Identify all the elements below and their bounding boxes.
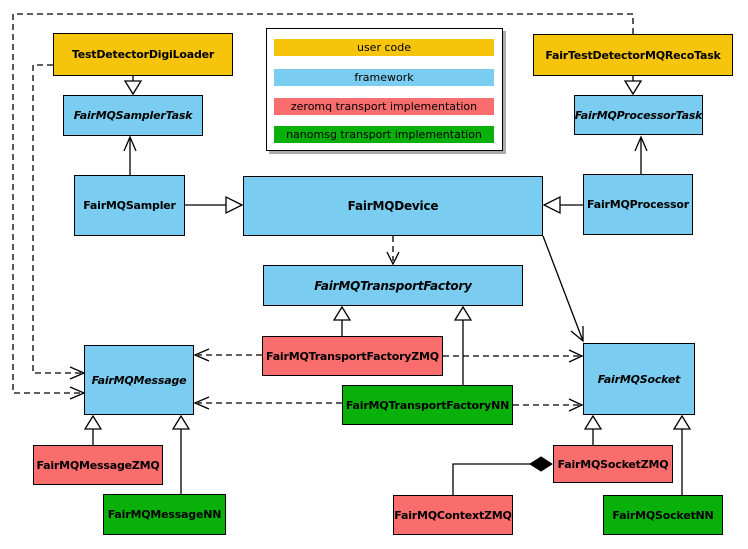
legend-item-user-code: user code	[274, 39, 494, 56]
edge-fairmqtransportfactoryzmq-to-fairmqsocket	[443, 349, 584, 363]
edge-fairmqcontextzmq-to-fairmqsocketzmq	[452, 456, 553, 495]
node-fairmqprocessor: FairMQProcessor	[583, 174, 693, 235]
node-fairmqsocketzmq: FairMQSocketZMQ	[553, 445, 673, 483]
node-fairmqmessagenn: FairMQMessageNN	[103, 494, 226, 535]
legend-item-zeromq: zeromq transport implementation	[274, 98, 494, 115]
node-fairmqsocketnn: FairMQSocketNN	[603, 495, 723, 535]
edge-testdetectordigiloader-to-fairmqsamplertask	[123, 76, 143, 96]
edge-fairmqdevice-to-fairmqtransportfactory	[386, 236, 400, 266]
edge-fairmqprocessor-to-fairmqprocessortask	[634, 135, 648, 174]
edge-fairmqtransportfactoryzmq-to-fairmqmessage	[193, 348, 262, 362]
node-fairmqsocket: FairMQSocket	[583, 343, 695, 415]
node-fairmqmessagezmq: FairMQMessageZMQ	[33, 445, 163, 485]
edge-fairmqsampler-to-fairmqsamplertask	[123, 135, 137, 175]
node-fairmqdevice: FairMQDevice	[243, 176, 543, 236]
edge-fairmqmessagezmq-to-fairmqmessage	[83, 414, 103, 445]
node-fairmqtransportfactory: FairMQTransportFactory	[263, 265, 523, 306]
legend-box: user code framework zeromq transport imp…	[266, 28, 503, 151]
edge-fairmqsampler-to-fairmqdevice	[185, 195, 244, 215]
node-fairmqtransportfactoryzmq: FairMQTransportFactoryZMQ	[262, 336, 443, 376]
edge-fairmqtransportfactorynn-to-fairmqmessage	[193, 396, 342, 410]
edge-fairmqsocketzmq-to-fairmqsocket	[583, 414, 603, 445]
legend-item-nanomsg: nanomsg transport implementation	[274, 126, 494, 143]
node-fairtestdetectormqrecotask: FairTestDetectorMQRecoTask	[533, 34, 733, 76]
edge-fairmqsocketnn-to-fairmqsocket	[672, 414, 692, 495]
edge-fairmqtransportfactorynn-to-fairmqsocket	[513, 398, 584, 412]
edge-fairmqprocessor-to-fairmqdevice	[542, 195, 583, 215]
node-fairmqprocessortask: FairMQProcessorTask	[574, 95, 703, 135]
node-fairmqmessage: FairMQMessage	[84, 345, 194, 415]
edge-fairtestdetectormqrecotask-to-fairmqprocessortask	[623, 76, 643, 96]
edge-fairmqtransportfactorynn-to-fairmqtransportfactory	[453, 305, 473, 385]
node-fairmqcontextzmq: FairMQContextZMQ	[393, 495, 513, 535]
node-fairmqsamplertask: FairMQSamplerTask	[63, 95, 203, 136]
edge-fairmqdevice-to-fairmqsocket	[542, 235, 584, 343]
edge-fairmqmessagenn-to-fairmqmessage	[171, 414, 191, 494]
edge-fairmqtransportfactoryzmq-to-fairmqtransportfactory	[332, 305, 352, 336]
node-testdetectordigiloader: TestDetectorDigiLoader	[53, 33, 233, 76]
node-fairmqsampler: FairMQSampler	[74, 175, 185, 236]
legend-item-framework: framework	[274, 69, 494, 86]
node-fairmqtransportfactorynn: FairMQTransportFactoryNN	[342, 385, 513, 425]
